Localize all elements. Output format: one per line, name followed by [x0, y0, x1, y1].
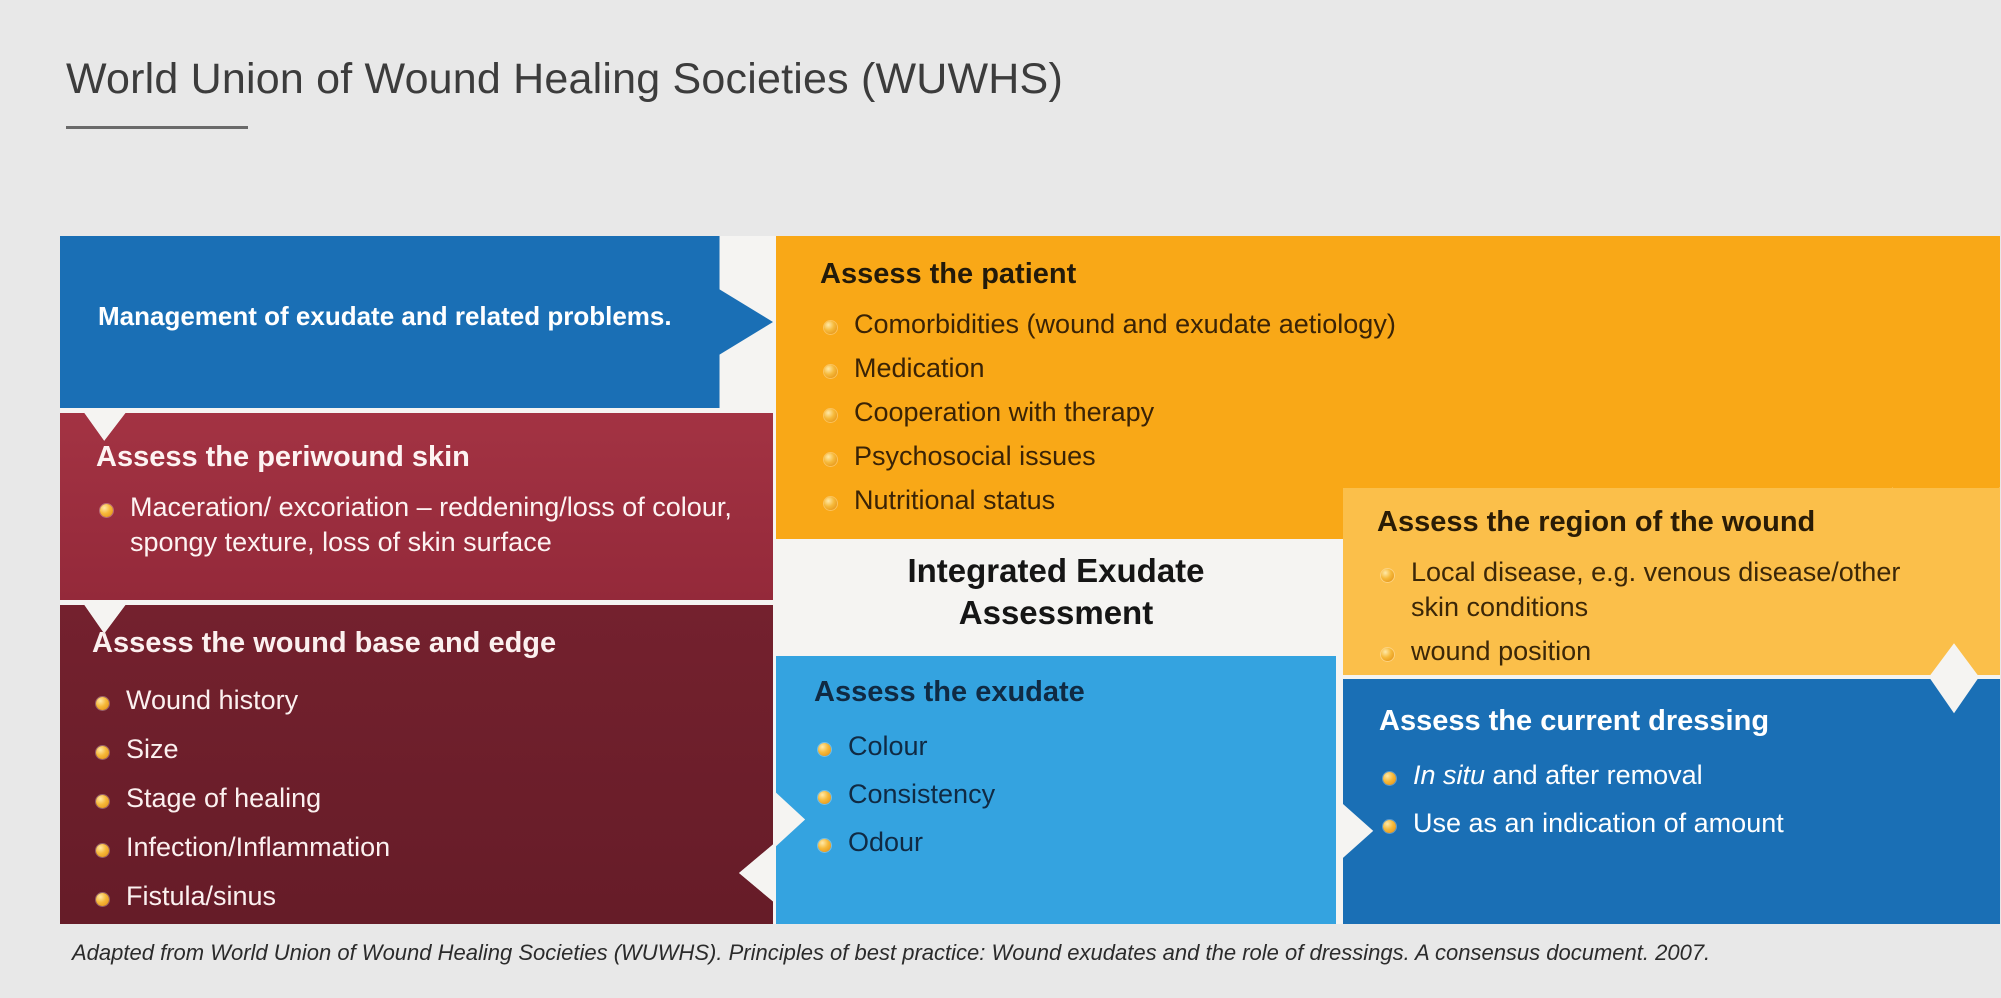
list-item-label: Size	[126, 734, 179, 765]
box-exudate-list: Colour Consistency Odour	[814, 716, 995, 860]
list-item-label: Colour	[848, 731, 928, 761]
list-item: Infection/Inflammation	[92, 830, 390, 865]
list-item: Psychosocial issues	[820, 439, 1396, 474]
bullet-dot-icon	[1383, 820, 1396, 834]
list-item: Comorbidities (wound and exudate aetiolo…	[820, 307, 1396, 342]
list-item: Odour	[814, 825, 995, 860]
list-item-label: Stage of healing	[126, 783, 322, 814]
bullet-dot-icon	[96, 844, 109, 858]
list-item-label: Odour	[848, 827, 924, 858]
bullet-dot-icon	[824, 453, 837, 467]
integrated-exudate-assessment-diagram: Management of exudate and related proble…	[60, 236, 2000, 924]
centre-label-integrated-exudate-assessment: Integrated Exudate Assessment	[776, 532, 1336, 652]
bullet-dot-icon	[100, 504, 113, 518]
list-item: Colour	[814, 729, 995, 764]
centre-label-line-1: Integrated Exudate	[907, 551, 1205, 589]
list-item-label: Fistula/sinus	[126, 881, 277, 912]
box-dressing-title: Assess the current dressing	[1379, 705, 1770, 737]
box-periwound-title: Assess the periwound skin	[96, 441, 470, 473]
bullet-dot-icon	[96, 746, 109, 760]
list-item: In situ and after removal	[1379, 758, 1784, 793]
list-item: wound position	[1377, 634, 1937, 669]
box-management-of-exudate: Management of exudate and related proble…	[60, 236, 773, 408]
list-item-label: Psychosocial issues	[854, 441, 1096, 472]
box-periwound-list: Maceration/ excoriation – reddening/loss…	[96, 481, 756, 560]
centre-label-line-2: Assessment	[958, 594, 1154, 631]
list-item-label: Wound history	[126, 685, 299, 715]
list-item: Stage of healing	[92, 781, 390, 816]
bullet-dot-icon	[818, 743, 831, 757]
box-wound-base-list: Wound history Size Stage of healing Infe…	[92, 669, 390, 914]
list-item-label: wound position	[1411, 636, 1592, 667]
list-item-label: and after removal	[1485, 760, 1703, 790]
list-item-label: Cooperation with therapy	[854, 397, 1155, 428]
bullet-dot-icon	[824, 321, 837, 335]
list-item-label: Infection/Inflammation	[126, 832, 391, 863]
box-assess-the-wound-base-and-edge: Assess the wound base and edge Wound his…	[60, 605, 773, 924]
list-item: Wound history	[92, 683, 390, 718]
bullet-dot-icon	[824, 365, 837, 379]
bullet-dot-icon	[824, 409, 837, 423]
list-item: Medication	[820, 351, 1396, 386]
box-assess-the-region-of-the-wound: Assess the region of the wound Local dis…	[1343, 488, 2000, 675]
box-region-list: Local disease, e.g. venous disease/other…	[1377, 546, 1937, 669]
list-item-label: Maceration/ excoriation – reddening/loss…	[130, 492, 732, 558]
list-item: Size	[92, 732, 390, 767]
bullet-dot-icon	[818, 839, 831, 853]
list-item: Use as an indication of amount	[1379, 806, 1784, 841]
box-management-title: Management of exudate and related proble…	[98, 301, 672, 331]
list-item: Nutritional status	[820, 483, 1396, 518]
box-assess-the-exudate: Assess the exudate Colour Consistency Od…	[776, 656, 1336, 924]
bullet-dot-icon	[1381, 569, 1394, 583]
list-item: Fistula/sinus	[92, 879, 390, 914]
list-item-label: Local disease, e.g. venous disease/other…	[1411, 557, 1901, 623]
box-exudate-title: Assess the exudate	[814, 676, 1085, 708]
list-item-emphasis: In situ	[1413, 760, 1486, 790]
page-title: World Union of Wound Healing Societies (…	[66, 55, 1063, 103]
box-dressing-list: In situ and after removal Use as an indi…	[1379, 745, 1784, 841]
box-region-title: Assess the region of the wound	[1377, 506, 1816, 538]
list-item-label: Use as an indication of amount	[1413, 808, 1784, 839]
bullet-dot-icon	[824, 497, 837, 511]
box-wound-base-title: Assess the wound base and edge	[92, 627, 557, 659]
list-item-label: Consistency	[848, 779, 996, 810]
list-item-label: Comorbidities (wound and exudate aetiolo…	[854, 309, 1396, 339]
bullet-dot-icon	[1381, 648, 1394, 662]
list-item: Cooperation with therapy	[820, 395, 1396, 430]
box-patient-list: Comorbidities (wound and exudate aetiolo…	[820, 298, 1396, 518]
bullet-dot-icon	[96, 795, 109, 809]
title-underline-rule	[66, 126, 248, 129]
list-item: Maceration/ excoriation – reddening/loss…	[96, 490, 756, 560]
box-assess-the-periwound-skin: Assess the periwound skin Maceration/ ex…	[60, 413, 773, 600]
list-item: Local disease, e.g. venous disease/other…	[1377, 555, 1937, 625]
title-block: World Union of Wound Healing Societies (…	[66, 55, 1063, 129]
source-attribution-note: Adapted from World Union of Wound Healin…	[72, 940, 1711, 965]
bullet-dot-icon	[96, 697, 109, 711]
bullet-dot-icon	[1383, 772, 1396, 786]
list-item-label: Nutritional status	[854, 485, 1056, 516]
bullet-dot-icon	[96, 893, 109, 907]
list-item: Consistency	[814, 777, 995, 812]
bullet-dot-icon	[818, 791, 831, 805]
box-assess-the-current-dressing: Assess the current dressing In situ and …	[1343, 679, 2000, 924]
box-patient-title: Assess the patient	[820, 258, 1077, 290]
list-item-label: Medication	[854, 353, 985, 384]
